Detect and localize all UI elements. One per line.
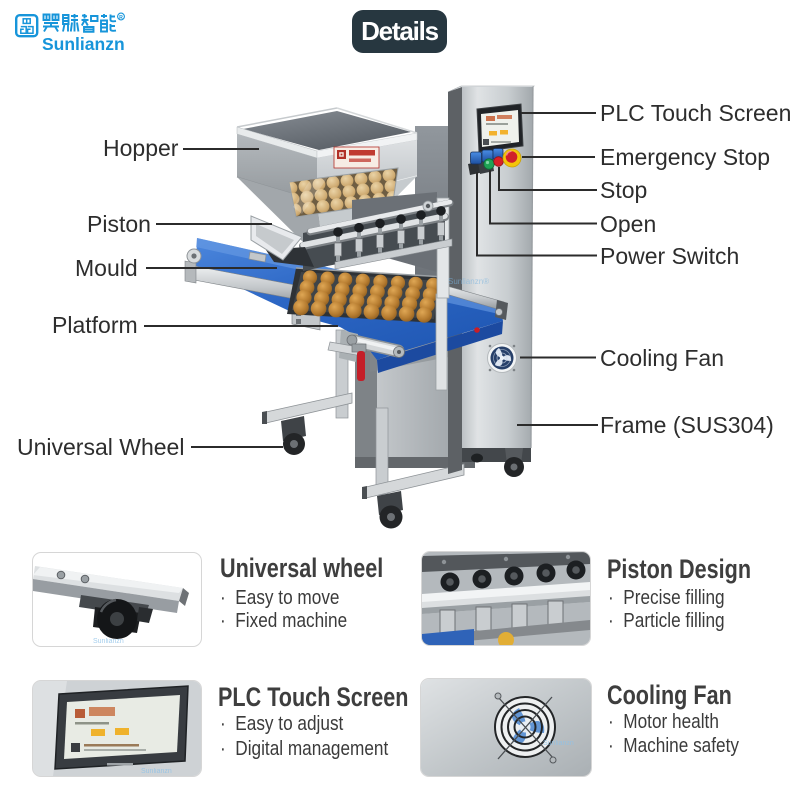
svg-text:R: R [119,15,123,21]
svg-text:Sunlianzn: Sunlianzn [42,34,125,54]
svg-text:Sunlianzn®: Sunlianzn® [448,277,489,286]
svg-text:Sunlianzn: Sunlianzn [141,768,172,775]
svg-text:Sunlianzn: Sunlianzn [543,740,574,747]
svg-text:Sunlianzn: Sunlianzn [93,638,124,645]
